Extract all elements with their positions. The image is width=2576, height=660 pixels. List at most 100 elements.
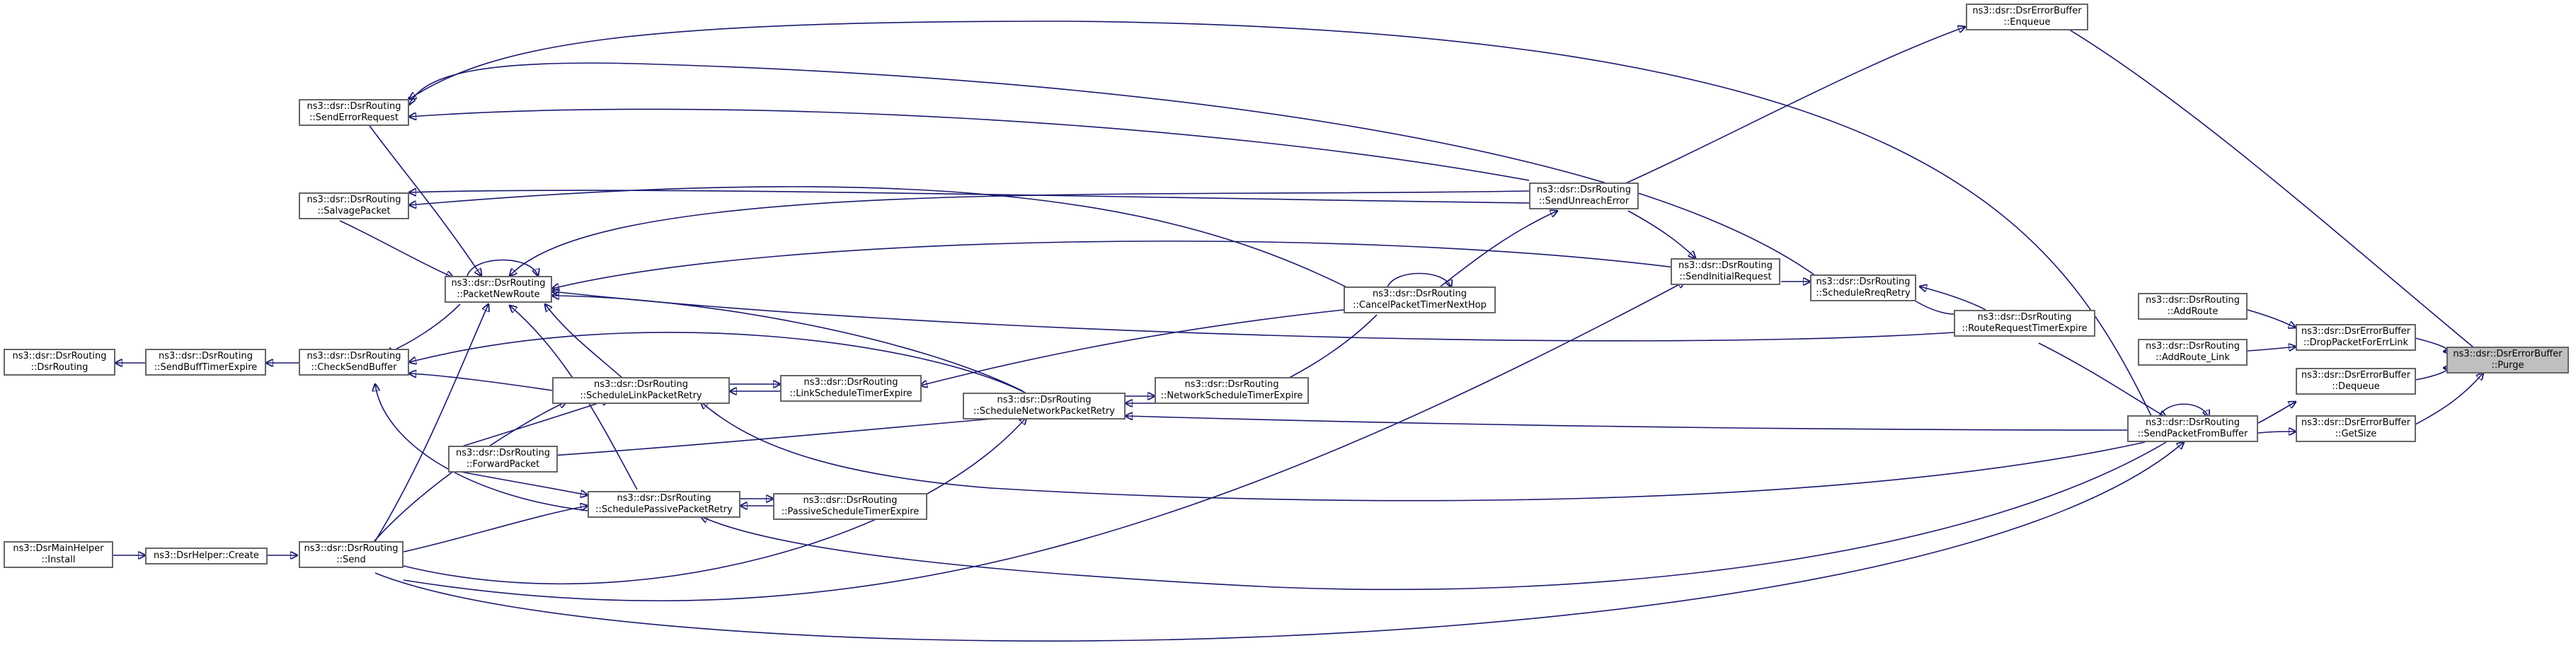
node-purge[interactable]: ns3::dsr::DsrErrorBuffer ::Purge — [2446, 347, 2569, 374]
node-dsrmainhelperinstall[interactable]: ns3::DsrMainHelper ::Install — [4, 541, 113, 568]
node-salvagepacket[interactable]: ns3::dsr::DsrRouting ::SalvagePacket — [299, 192, 409, 219]
node-checksendbuffer[interactable]: ns3::dsr::DsrRouting ::CheckSendBuffer — [299, 349, 409, 376]
edge-group — [113, 21, 2483, 642]
node-packetnewroute-line1: ns3::dsr::DsrRouting — [451, 278, 546, 289]
node-routerequesttimerexpire[interactable]: ns3::dsr::DsrRouting ::RouteRequestTimer… — [1954, 310, 2095, 337]
node-schedulenetworkpacketretry-line2: ::ScheduleNetworkPacketRetry — [973, 406, 1115, 417]
node-passivescheduletimerexpire-line2: ::PassiveScheduleTimerExpire — [781, 506, 920, 517]
node-senderrorrequest-line2: ::SendErrorRequest — [309, 112, 399, 123]
node-sendpacketfrombuffer-line2: ::SendPacketFromBuffer — [2137, 429, 2248, 439]
node-networkscheduletimerexpire[interactable]: ns3::dsr::DsrRouting ::NetworkScheduleTi… — [1155, 377, 1309, 404]
node-addroutelink-line2: ::AddRoute_Link — [2156, 352, 2230, 363]
node-sendinitialrequest-line1: ns3::dsr::DsrRouting — [1678, 260, 1773, 271]
node-dsrhelpercreate-line1: ns3::DsrHelper::Create — [154, 550, 259, 561]
node-enqueue[interactable]: ns3::dsr::DsrErrorBuffer ::Enqueue — [1966, 4, 2088, 30]
node-routerequesttimerexpire-line1: ns3::dsr::DsrRouting — [1977, 312, 2072, 323]
edge-schedulelinkpacketretry-to-checksendbuffer — [409, 374, 553, 391]
node-schedulenetworkpacketretry[interactable]: ns3::dsr::DsrRouting ::ScheduleNetworkPa… — [963, 393, 1126, 419]
node-packetnewroute-line2: ::PacketNewRoute — [457, 289, 540, 300]
node-droppacketforerrlink[interactable]: ns3::dsr::DsrErrorBuffer ::DropPacketFor… — [2296, 324, 2416, 351]
node-passivescheduletimerexpire[interactable]: ns3::dsr::DsrRouting ::PassiveScheduleTi… — [773, 493, 927, 520]
node-schedulenetworkpacketretry-line1: ns3::dsr::DsrRouting — [997, 395, 1092, 405]
node-getsize-line2: ::GetSize — [2335, 429, 2377, 439]
edge-schedulerreqretry-to-senderrorrequest — [409, 62, 1816, 277]
node-dsrhelpercreate[interactable]: ns3::DsrHelper::Create — [145, 548, 268, 565]
node-cancelpackettimernexthop-line1: ns3::dsr::DsrRouting — [1373, 289, 1467, 299]
node-linkscheduletimerexpire[interactable]: ns3::dsr::DsrRouting ::LinkScheduleTimer… — [780, 375, 922, 402]
node-schedulepassivepacketretry[interactable]: ns3::dsr::DsrRouting ::SchedulePassivePa… — [588, 491, 740, 518]
node-linkscheduletimerexpire-line1: ns3::dsr::DsrRouting — [803, 377, 898, 388]
node-cancelpackettimernexthop-line2: ::CancelPacketTimerNextHop — [1353, 300, 1487, 311]
edge-sendunreacherror-to-enqueue — [1620, 27, 1965, 186]
edge-sendpacketfrombuffer-to-schedulepassivepacketretry — [701, 441, 2167, 591]
edge-droppacketforerrlink-to-purge — [2415, 337, 2447, 352]
edge-sendunreacherror-to-packetnewroute — [510, 190, 1530, 276]
edge-getsize-to-purge — [2415, 373, 2483, 425]
edge-send-to-schedulepassivepacketretry — [403, 506, 588, 552]
edge-sendpacketfrombuffer-to-senderrorrequest — [409, 21, 2153, 418]
edge-cancelpackettimernexthop-to-networkscheduletimerexpire — [1274, 314, 1378, 386]
node-purge-line2: ::Purge — [2491, 360, 2524, 371]
node-addroute[interactable]: ns3::dsr::DsrRouting ::AddRoute — [2138, 293, 2248, 320]
edge-sendpacketfrombuffer-to-schedulenetworkpacketretry — [1126, 416, 2128, 431]
node-senderrorrequest[interactable]: ns3::dsr::DsrRouting ::SendErrorRequest — [299, 99, 409, 126]
node-dsrrouting-line1: ns3::dsr::DsrRouting — [12, 351, 107, 361]
edge-schedulelinkpacketretry-to-packetnewroute — [545, 304, 624, 379]
node-forwardpacket-line1: ns3::dsr::DsrRouting — [456, 448, 550, 458]
edge-forwardpacket-to-schedulelinkpacketretry — [452, 400, 609, 450]
node-schedulerreqretry-line1: ns3::dsr::DsrRouting — [1816, 277, 1911, 287]
node-sendunreacherror-line2: ::SendUnreachError — [1538, 196, 1630, 207]
node-salvagepacket-line2: ::SalvagePacket — [317, 206, 391, 216]
node-checksendbuffer-line1: ns3::dsr::DsrRouting — [307, 351, 401, 361]
node-routerequesttimerexpire-line2: ::RouteRequestTimerExpire — [1962, 323, 2088, 334]
node-enqueue-line1: ns3::dsr::DsrErrorBuffer — [1972, 6, 2082, 16]
node-schedulerreqretry[interactable]: ns3::dsr::DsrRouting ::ScheduleRreqRetry — [1810, 274, 1916, 301]
node-send[interactable]: ns3::dsr::DsrRouting ::Send — [299, 541, 403, 568]
node-forwardpacket[interactable]: ns3::dsr::DsrRouting ::ForwardPacket — [448, 446, 558, 473]
edge-sendpacketfrombuffer-to-schedulelinkpacketretry — [701, 402, 2146, 502]
node-schedulepassivepacketretry-line2: ::SchedulePassivePacketRetry — [595, 504, 733, 515]
node-schedulelinkpacketretry-line2: ::ScheduleLinkPacketRetry — [580, 390, 702, 401]
edge-routerequesttimerexpire-to-schedulerreqretry — [1920, 286, 1986, 311]
node-dequeue[interactable]: ns3::dsr::DsrErrorBuffer ::Dequeue — [2296, 368, 2416, 395]
edge-senderrorrequest-to-packetnewroute — [367, 123, 481, 276]
edge-forwardpacket-to-schedulenetworkpacketretry — [509, 416, 1026, 459]
edge-cancelpackettimernexthop-to-salvagepacket — [409, 186, 1367, 298]
edge-enqueue-to-purge — [2066, 28, 2481, 354]
edge-routerequesttimerexpire-to-packetnewroute — [552, 291, 1954, 342]
node-senderrorrequest-line1: ns3::dsr::DsrRouting — [307, 101, 401, 112]
node-sendunreacherror-line1: ns3::dsr::DsrRouting — [1537, 185, 1631, 195]
node-addroute-line2: ::AddRoute — [2167, 306, 2219, 317]
node-cancelpackettimernexthop[interactable]: ns3::dsr::DsrRouting ::CancelPacketTimer… — [1344, 286, 1496, 313]
edge-cancelpackettimernexthop-to-linkscheduletimerexpire — [920, 309, 1344, 386]
node-passivescheduletimerexpire-line1: ns3::dsr::DsrRouting — [803, 495, 898, 506]
node-getsize[interactable]: ns3::dsr::DsrErrorBuffer ::GetSize — [2296, 415, 2416, 442]
node-sendinitialrequest[interactable]: ns3::dsr::DsrRouting ::SendInitialReques… — [1671, 258, 1780, 285]
node-dequeue-line2: ::Dequeue — [2332, 381, 2380, 392]
node-sendbufftimerexpire[interactable]: ns3::dsr::DsrRouting ::SendBuffTimerExpi… — [145, 349, 266, 376]
node-purge-line1: ns3::dsr::DsrErrorBuffer — [2453, 349, 2563, 359]
edge-schedulenetworkpacketretry-to-checksendbuffer — [409, 332, 1027, 394]
node-droppacketforerrlink-line1: ns3::dsr::DsrErrorBuffer — [2301, 326, 2411, 337]
node-schedulelinkpacketretry[interactable]: ns3::dsr::DsrRouting ::ScheduleLinkPacke… — [552, 377, 730, 404]
node-networkscheduletimerexpire-line1: ns3::dsr::DsrRouting — [1184, 379, 1279, 390]
node-sendunreacherror[interactable]: ns3::dsr::DsrRouting ::SendUnreachError — [1529, 183, 1639, 209]
node-addroutelink[interactable]: ns3::dsr::DsrRouting ::AddRoute_Link — [2138, 339, 2248, 366]
node-salvagepacket-line1: ns3::dsr::DsrRouting — [307, 195, 401, 205]
edge-cancelpackettimernexthop-self — [1387, 272, 1451, 288]
edge-sendunreacherror-to-salvagepacket — [409, 190, 1530, 204]
edge-packetnewroute-self — [466, 259, 538, 277]
node-sendpacketfrombuffer[interactable]: ns3::dsr::DsrRouting ::SendPacketFromBuf… — [2127, 415, 2258, 442]
edge-schedulepassivepacketretry-to-checksendbuffer — [375, 384, 588, 511]
edge-send-to-schedulenetworkpacketretry — [403, 417, 1026, 585]
node-dequeue-line1: ns3::dsr::DsrErrorBuffer — [2301, 370, 2411, 381]
edge-routerequesttimerexpire-to-sendpacketfrombuffer — [2038, 342, 2166, 417]
edge-addroutelink-to-droppacketforerrlink — [2247, 347, 2296, 352]
node-dsrrouting[interactable]: ns3::dsr::DsrRouting ::DsrRouting — [4, 349, 115, 376]
edge-send-to-sendinitialrequest — [403, 282, 1685, 602]
node-packetnewroute[interactable]: ns3::dsr::DsrRouting ::PacketNewRoute — [445, 276, 552, 303]
node-schedulepassivepacketretry-line1: ns3::dsr::DsrRouting — [617, 493, 711, 504]
node-enqueue-line2: ::Enqueue — [2003, 17, 2051, 28]
